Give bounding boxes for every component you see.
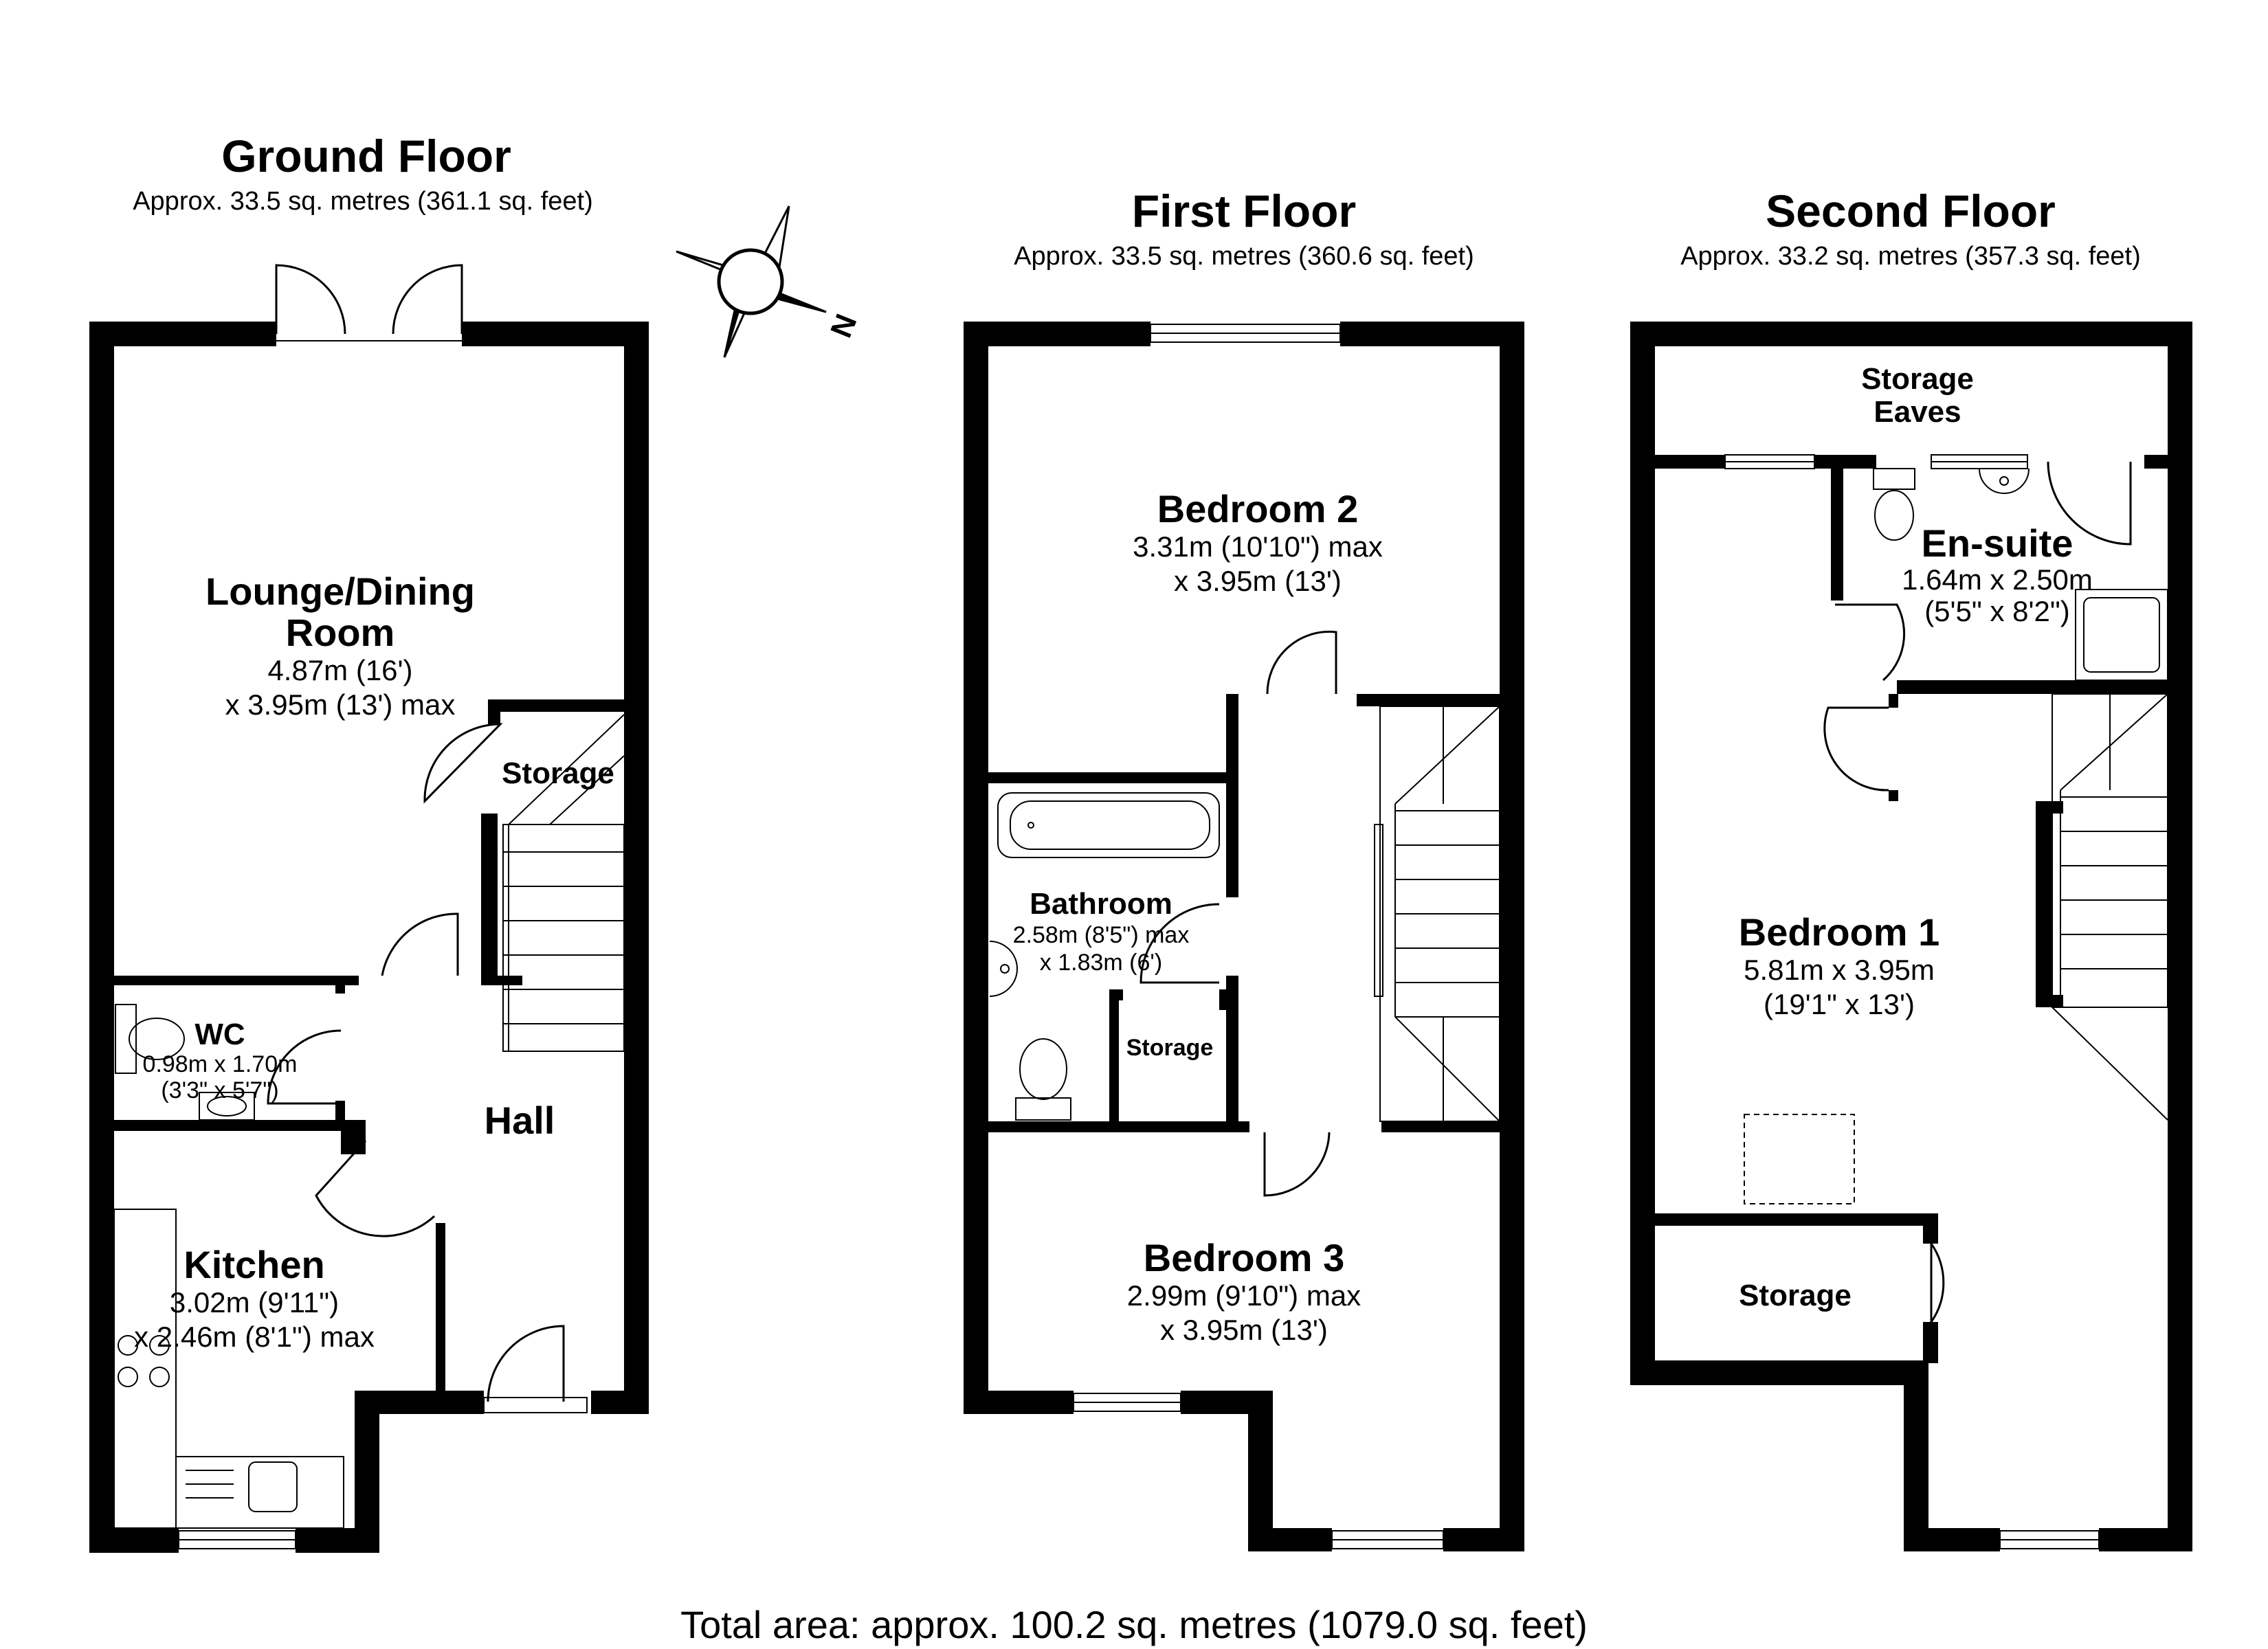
total-area: Total area: approx. 100.2 sq. metres (10… — [680, 1603, 1588, 1646]
bedroom1-window — [1999, 1530, 2100, 1549]
ensuite-eaves-door[interactable] — [2047, 461, 2132, 546]
skylight — [1744, 1114, 1855, 1204]
bedroom3-dim-line1: 2.99m (9'10") max — [1127, 1279, 1361, 1312]
second-floor: Second Floor Approx. 33.2 sq. metres (35… — [1630, 186, 2192, 1551]
first-floor: First Floor Approx. 33.5 sq. metres (360… — [964, 186, 1524, 1551]
first-floor-title: First Floor — [1132, 186, 1356, 236]
lounge-label-line2: Room — [286, 611, 395, 654]
wc-door[interactable] — [267, 1029, 342, 1105]
kitchen-units — [113, 1209, 344, 1529]
first-staircase — [1374, 706, 1500, 1122]
eaves-label-line1: Storage — [1861, 362, 1974, 396]
wc-toilet-icon — [115, 1004, 185, 1074]
ground-floor: Ground Floor Approx. 33.5 sq. metres (36… — [89, 131, 649, 1553]
bedroom3-window-bottom — [1331, 1530, 1444, 1549]
bedroom2-window — [1150, 324, 1341, 343]
bedroom1-door[interactable] — [1823, 706, 1889, 792]
front-door[interactable] — [483, 1325, 588, 1413]
lounge-label-line1: Lounge/Dining — [205, 570, 475, 613]
second-floor-title: Second Floor — [1766, 186, 2056, 236]
second-staircase — [2052, 693, 2168, 1121]
bathroom-label: Bathroom — [1030, 887, 1172, 921]
shower-icon — [2075, 589, 2168, 681]
bedroom3-label: Bedroom 3 — [1144, 1236, 1345, 1279]
ground-staircase — [502, 714, 625, 1052]
first-storage-label: Storage — [1126, 1035, 1214, 1061]
compass-icon: N — [676, 205, 863, 358]
ensuite-basin-icon — [1979, 468, 2030, 494]
hall-label: Hall — [485, 1099, 555, 1142]
bedroom2-door[interactable] — [1266, 630, 1337, 695]
second-floor-area: Approx. 33.2 sq. metres (357.3 sq. feet) — [1680, 242, 2141, 271]
eaves-window-right — [1931, 454, 2028, 469]
eaves-window-left — [1724, 454, 1815, 469]
first-floor-area: Approx. 33.5 sq. metres (360.6 sq. feet) — [1014, 242, 1474, 271]
lounge-dim-line1: 4.87m (16') — [267, 654, 412, 686]
wc-dim-line1: 0.98m x 1.70m — [143, 1051, 298, 1077]
ensuite-label: En-suite — [1922, 521, 2074, 565]
ground-floor-walls — [89, 322, 649, 1553]
bathroom-door[interactable] — [1139, 903, 1220, 984]
bath-icon — [997, 792, 1220, 858]
second-storage-label: Storage — [1739, 1279, 1852, 1312]
bedroom2-dim-line1: 3.31m (10'10") max — [1133, 530, 1383, 563]
ground-floor-area: Approx. 33.5 sq. metres (361.1 sq. feet) — [133, 187, 593, 216]
kitchen-dim-line2: x 2.46m (8'1") max — [134, 1321, 375, 1353]
wc-dim-line2: (3'3" x 5'7") — [161, 1077, 278, 1103]
bedroom2-dim-line2: x 3.95m (13') — [1174, 565, 1342, 597]
bathroom-dim-line1: 2.58m (8'5") max — [1013, 922, 1190, 948]
second-storage-door[interactable] — [1930, 1243, 1945, 1323]
wc-label: WC — [194, 1018, 245, 1051]
eaves-label-line2: Eaves — [1874, 395, 1961, 429]
lounge-door[interactable] — [381, 912, 459, 976]
bedroom3-window-left — [1073, 1393, 1181, 1412]
kitchen-window — [178, 1530, 296, 1549]
ground-floor-title: Ground Floor — [221, 131, 511, 181]
first-floor-walls — [964, 322, 1524, 1551]
bathroom-toilet-icon — [1015, 1038, 1071, 1121]
bathroom-basin-icon — [989, 941, 1018, 997]
lounge-dim-line2: x 3.95m (13') max — [225, 688, 456, 721]
bedroom2-label: Bedroom 2 — [1157, 487, 1359, 530]
bedroom1-dim-line1: 5.81m x 3.95m — [1744, 954, 1935, 986]
wc-basin-icon — [199, 1092, 255, 1121]
bedroom1-dim-line2: (19'1" x 13') — [1764, 988, 1915, 1020]
kitchen-label: Kitchen — [184, 1243, 324, 1286]
bathroom-dim-line2: x 1.83m (6') — [1040, 950, 1162, 976]
kitchen-dim-line1: 3.02m (9'11") — [170, 1286, 339, 1319]
kitchen-door[interactable] — [315, 1139, 436, 1237]
ensuite-dim-line2: (5'5" x 8'2") — [1924, 595, 2070, 627]
bedroom3-dim-line2: x 3.95m (13') — [1160, 1314, 1328, 1346]
ground-storage-door[interactable] — [423, 723, 503, 804]
ensuite-dim-line1: 1.64m x 2.50m — [1902, 563, 2093, 596]
bedroom3-door[interactable] — [1263, 1132, 1331, 1197]
second-floor-walls — [1630, 322, 2192, 1551]
ensuite-door[interactable] — [1835, 603, 1906, 682]
bedroom1-label: Bedroom 1 — [1739, 910, 1940, 954]
french-doors[interactable] — [275, 264, 463, 341]
ground-storage-label: Storage — [502, 756, 614, 790]
compass-north-label: N — [824, 309, 863, 342]
ensuite-toilet-icon — [1873, 468, 1915, 541]
